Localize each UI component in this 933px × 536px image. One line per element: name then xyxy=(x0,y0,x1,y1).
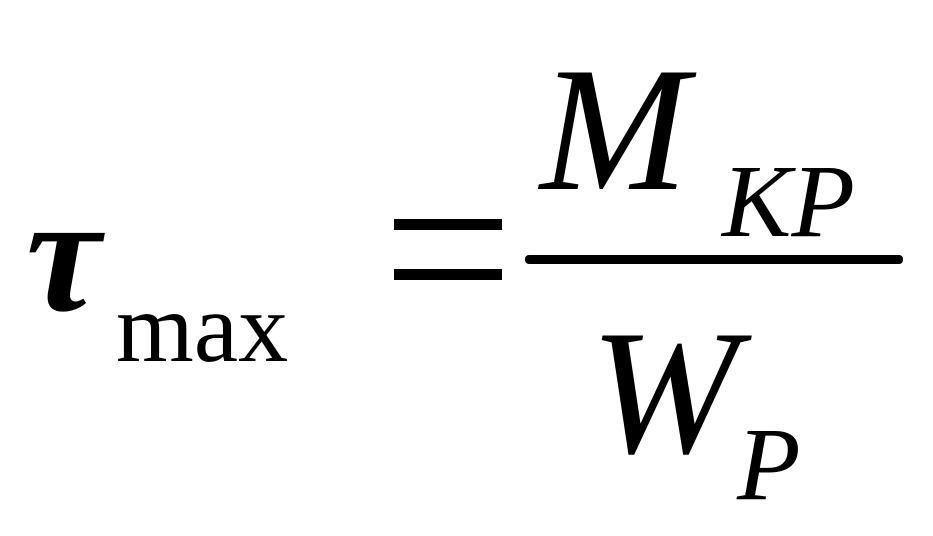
denominator-subscript: P xyxy=(737,407,801,522)
numerator-subscript: KP xyxy=(722,144,855,259)
tau-subscript: max xyxy=(116,272,289,383)
tau-symbol: τ xyxy=(26,161,101,347)
equals-bar-bottom xyxy=(394,269,502,280)
numerator-symbol: M xyxy=(540,30,689,228)
equals-bar-top xyxy=(394,219,502,230)
fraction-bar xyxy=(525,255,903,264)
denominator-symbol: W xyxy=(590,293,739,491)
